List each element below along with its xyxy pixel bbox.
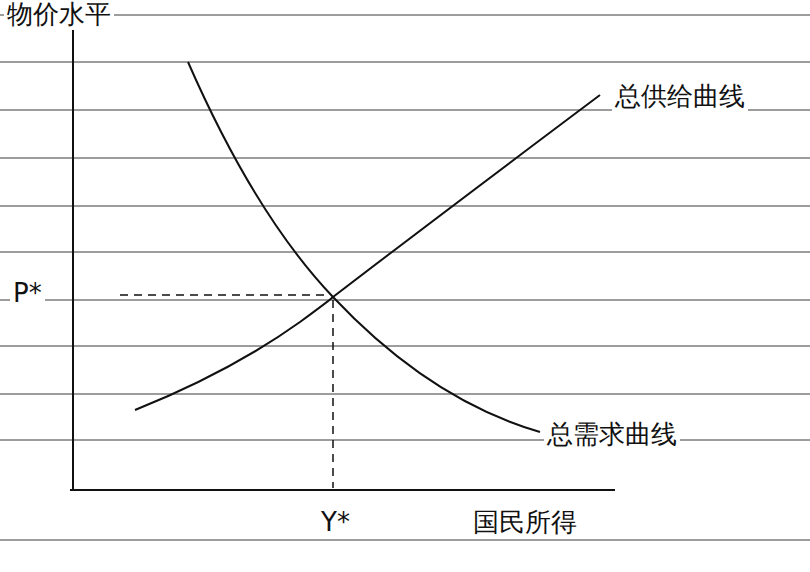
axis-title: 国民所得 — [470, 508, 580, 538]
curve-label: 总供给曲线 — [612, 82, 748, 112]
curve-label: 总需求曲线 — [544, 420, 680, 450]
axis-value: P* — [10, 279, 45, 309]
axis-value: Y* — [318, 508, 353, 538]
axis-title: 物价水平 — [4, 0, 114, 30]
